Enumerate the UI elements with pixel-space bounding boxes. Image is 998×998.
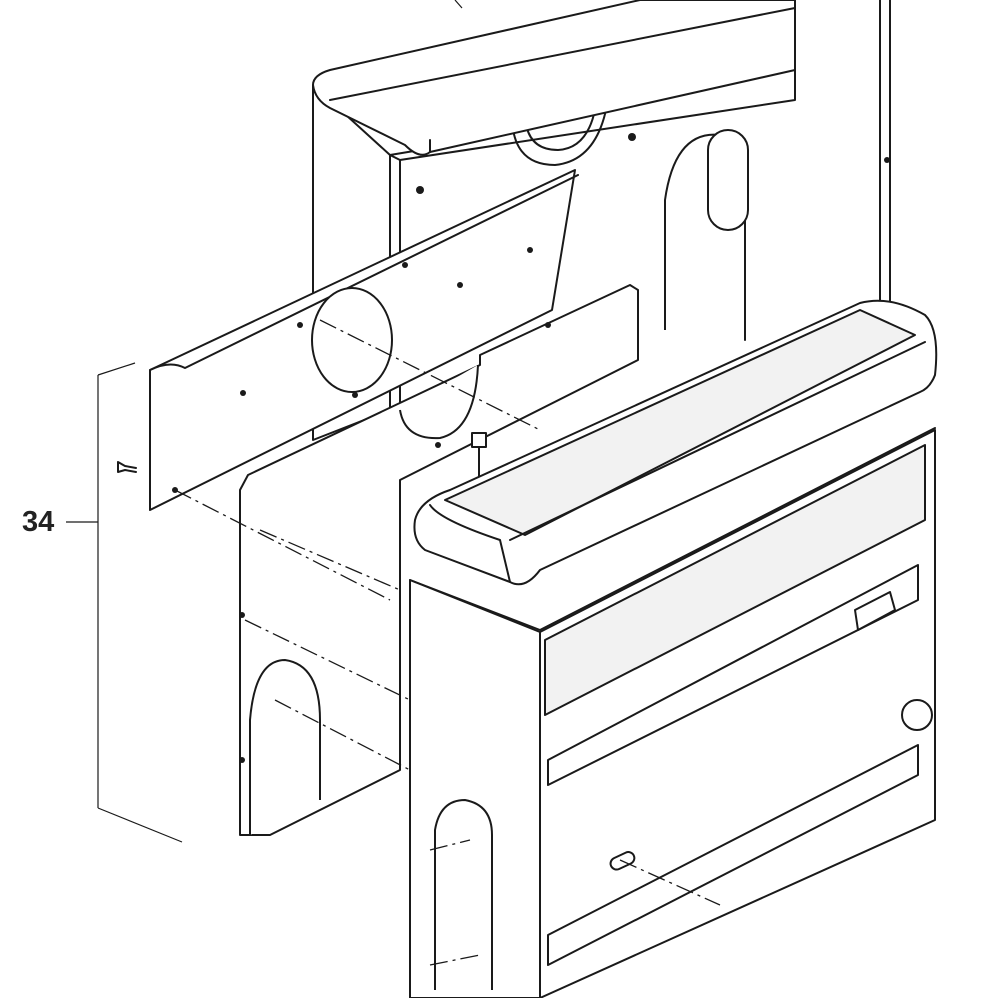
top-grille bbox=[413, 299, 938, 586]
inner-panel bbox=[239, 284, 639, 836]
top-cap bbox=[312, 0, 796, 156]
wall-pillar bbox=[454, 0, 891, 311]
front-housing bbox=[409, 427, 936, 998]
callout-bracket bbox=[66, 362, 183, 843]
deflector-plate bbox=[149, 169, 579, 511]
alignment-lines bbox=[174, 319, 721, 966]
front-grille bbox=[544, 444, 926, 716]
callout-number: 34 bbox=[22, 506, 55, 538]
